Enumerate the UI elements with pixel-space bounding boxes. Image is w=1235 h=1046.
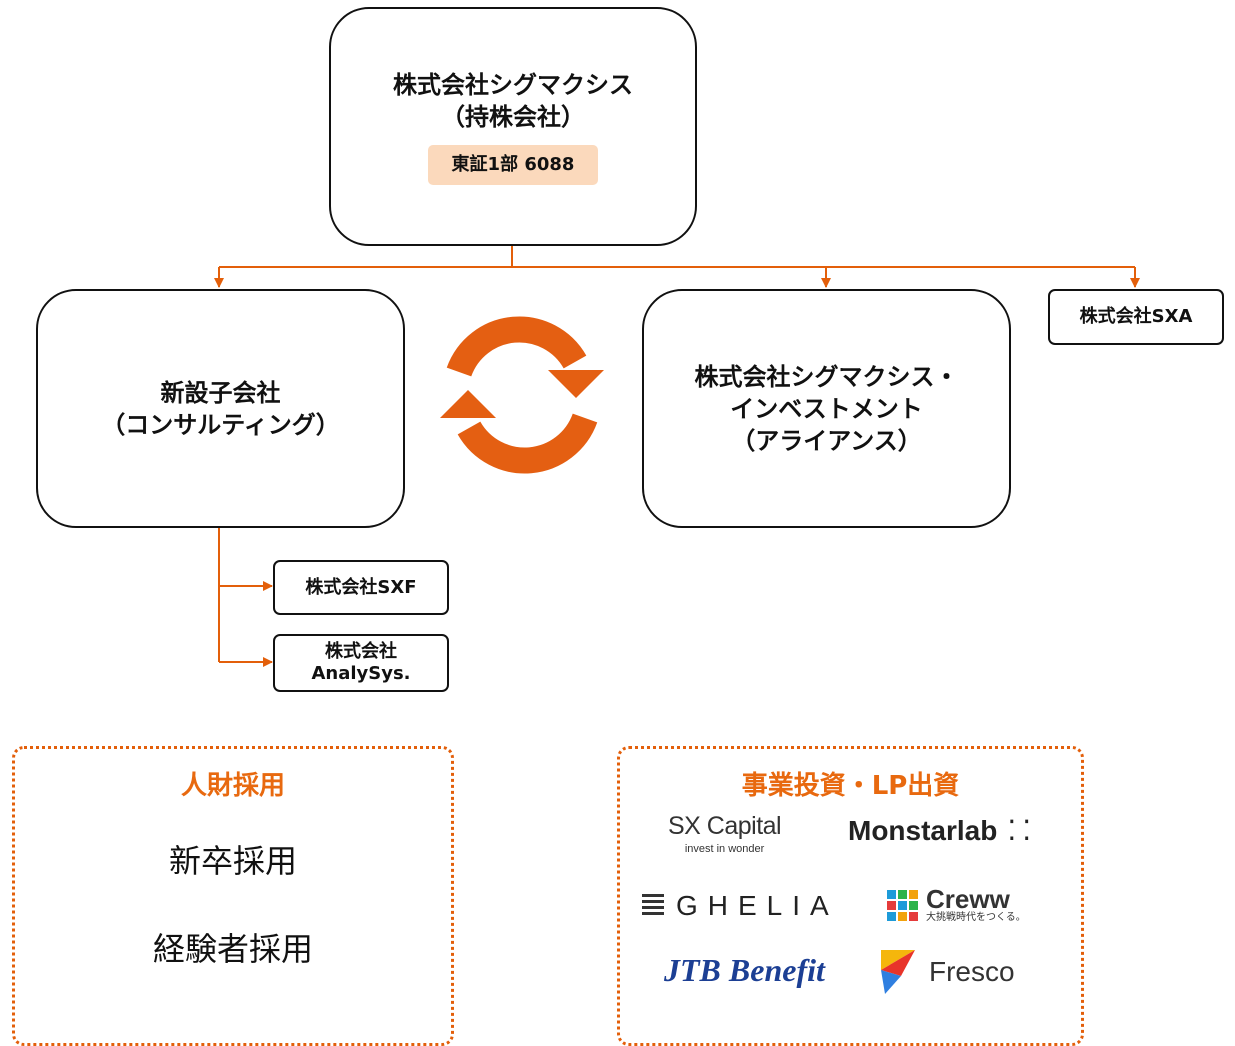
consulting-name: 新設子会社 [160, 378, 281, 407]
investment-line2: インベストメント [730, 394, 923, 423]
consulting-sub: （コンサルティング） [101, 410, 340, 439]
investment-line3: （アライアンス） [731, 426, 922, 455]
holding-company-sub: （持株会社） [441, 102, 585, 131]
sx-capital-tagline: invest in wonder [684, 843, 765, 855]
monstarlab-mark-icon: ⁚⁚ [1007, 815, 1038, 846]
ghelia-mark-icon [642, 894, 664, 918]
fresco-logo: Fresco [881, 950, 1015, 994]
monstarlab-logo: Monstarlab ⁚⁚ [848, 814, 1037, 847]
sx-capital-name: SX Capital [668, 812, 782, 840]
creww-logo: Creww 大挑戦時代をつくる。 [887, 886, 1026, 924]
listing-badge: 東証1部 6088 [427, 144, 599, 185]
investment-line1: 株式会社シグマクシス・ [694, 362, 959, 391]
cycle-arrows-icon [446, 316, 598, 474]
holding-company-name: 株式会社シグマクシス [393, 70, 633, 99]
jtb-benefit-name: JTB Benefit [664, 952, 825, 988]
ghelia-logo: GHELIA [642, 890, 839, 922]
hr-panel: 人財採用 新卒採用 経験者採用 [12, 746, 454, 1046]
consulting-subsidiary-box: 新設子会社 （コンサルティング） [36, 289, 405, 528]
experienced-recruiting: 経験者採用 [152, 930, 313, 968]
holding-company-box: 株式会社シグマクシス （持株会社） 東証1部 6088 [329, 7, 697, 246]
sxa-label: 株式会社SXA [1079, 306, 1193, 327]
sxa-box: 株式会社SXA [1048, 289, 1224, 345]
sxf-label: 株式会社SXF [305, 576, 417, 598]
ghelia-name: GHELIA [676, 890, 839, 921]
creww-mark-icon [887, 889, 918, 921]
sx-capital-logo: SX Capital invest in wonder [668, 812, 782, 855]
analysys-box: 株式会社 AnalySys. [273, 634, 449, 692]
jtb-benefit-logo: JTB Benefit [664, 952, 825, 989]
fresco-mark-icon [881, 950, 915, 994]
investment-subsidiary-box: 株式会社シグマクシス・ インベストメント （アライアンス） [642, 289, 1011, 528]
sxf-box: 株式会社SXF [273, 560, 449, 615]
creww-name: Creww [926, 884, 1010, 914]
analysys-line1: 株式会社 [325, 641, 397, 662]
new-graduate-recruiting: 新卒採用 [168, 842, 297, 880]
creww-tagline: 大挑戦時代をつくる。 [926, 912, 1026, 923]
hr-title: 人財採用 [180, 771, 285, 801]
analysys-line2: AnalySys. [311, 663, 411, 684]
investment-title: 事業投資・LP出資 [741, 771, 960, 801]
monstarlab-name: Monstarlab [848, 814, 998, 846]
fresco-name: Fresco [929, 956, 1015, 987]
